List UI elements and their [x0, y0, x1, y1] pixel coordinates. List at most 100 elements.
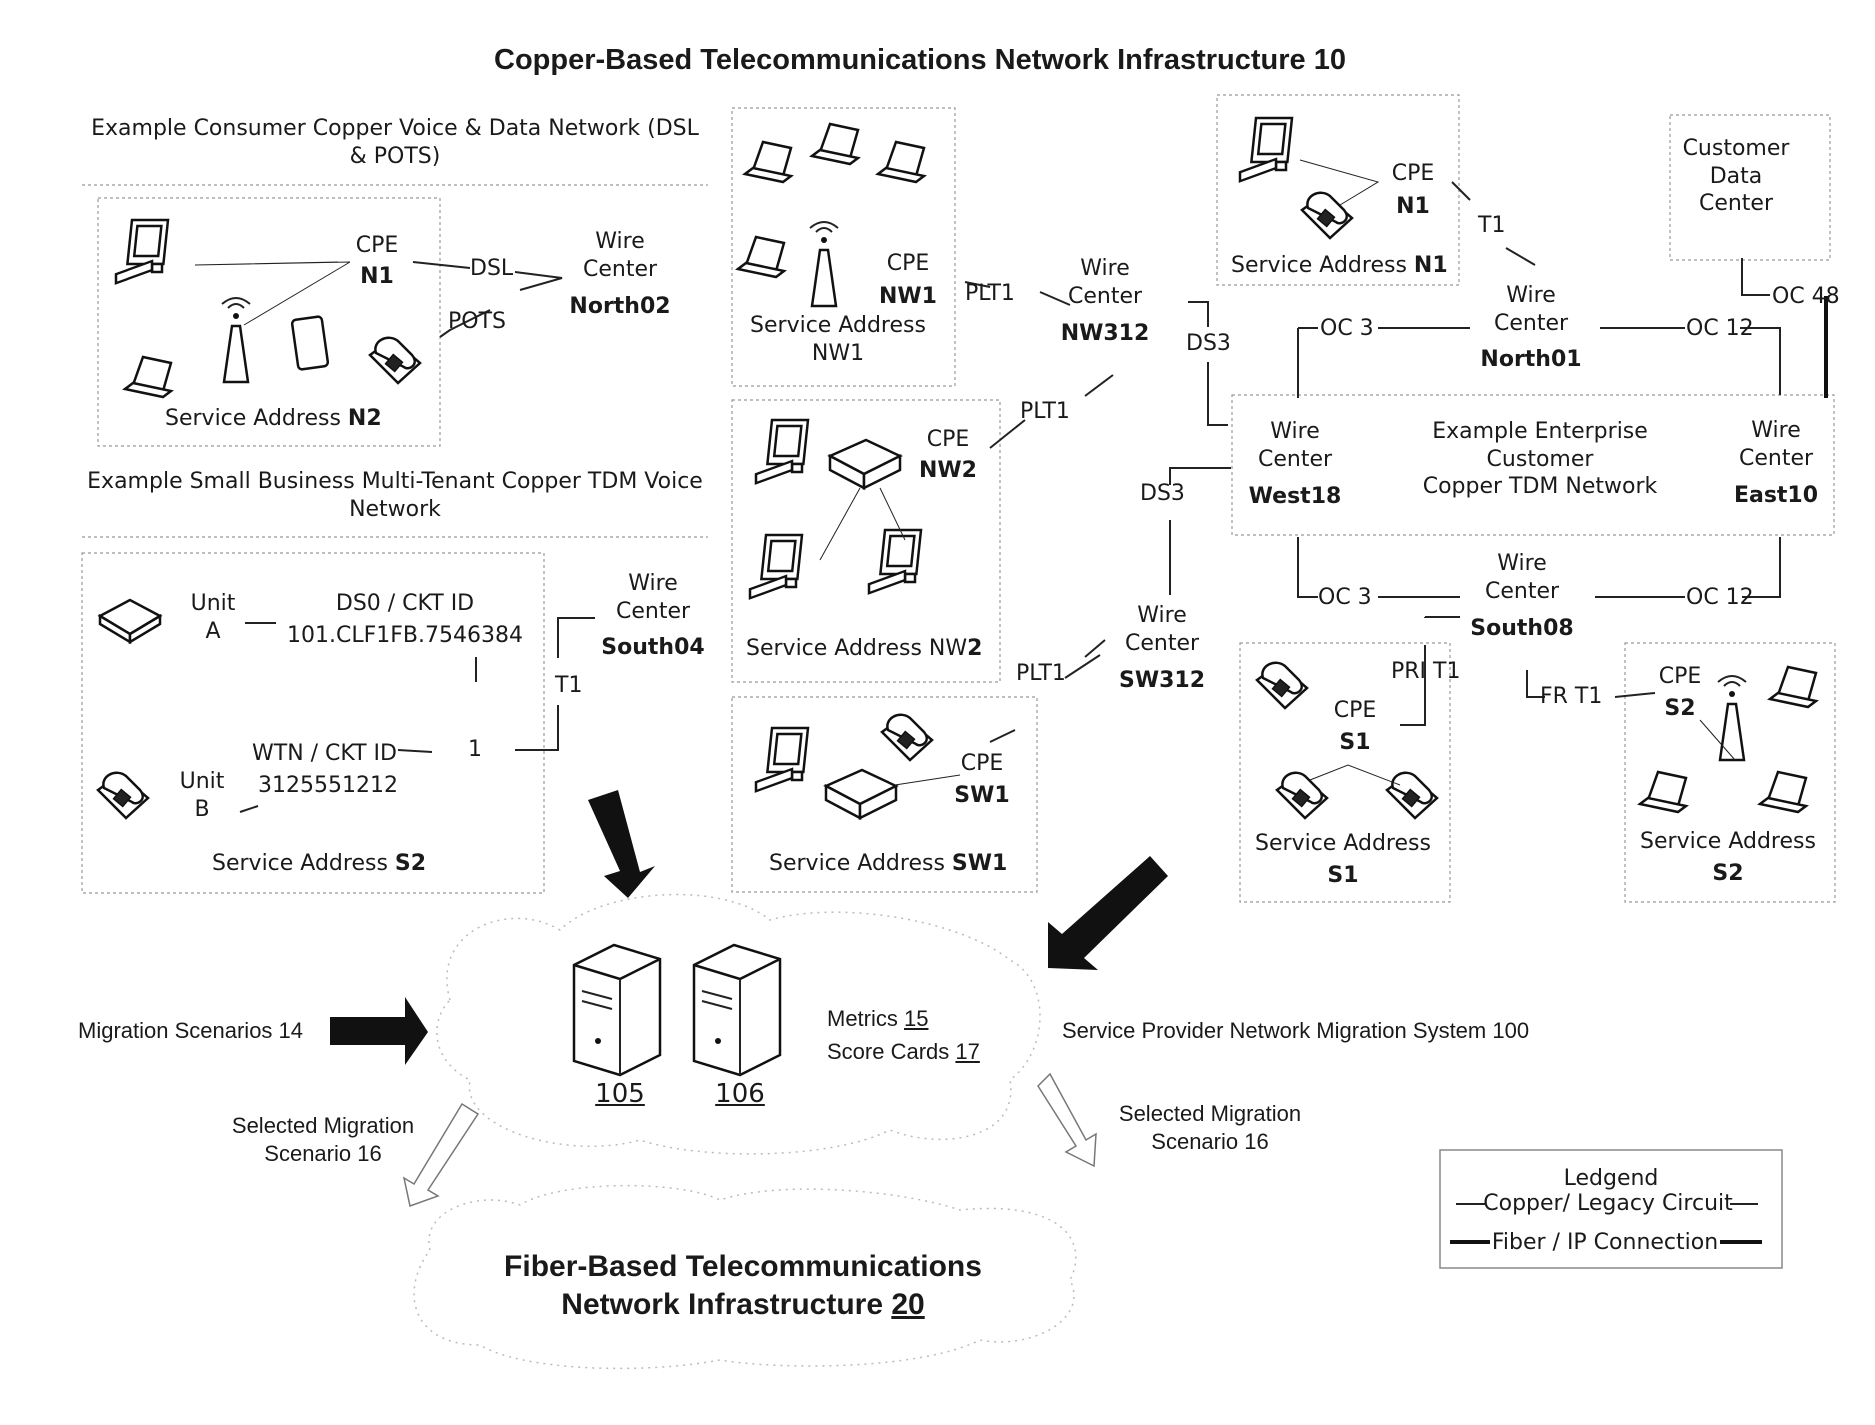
server-105-label: 105: [595, 1078, 645, 1111]
service-address-label: Service Address NW2: [746, 635, 982, 663]
unit-b-label: Unit B: [180, 768, 225, 823]
customer-data-center-label: Customer Data Center: [1683, 135, 1790, 218]
cpe-label: CPE: [1334, 697, 1377, 725]
selected-scenario-left: Selected Migration Scenario 16: [232, 1112, 414, 1167]
cpe-id: NW2: [919, 457, 977, 485]
service-address-label: Service Address NW1: [750, 312, 926, 367]
laptop-icon: [878, 142, 924, 182]
service-address-id: S1: [1327, 862, 1358, 890]
cpe-label: CPE: [961, 750, 1004, 778]
desktop-icon: [869, 530, 921, 593]
wire-center-label: Wire Center: [1494, 282, 1568, 337]
wire-center-id: North01: [1480, 346, 1581, 374]
wire-center-id: East10: [1734, 482, 1818, 510]
desktop-icon: [756, 420, 808, 483]
pri-t1-label: PRI T1: [1391, 658, 1460, 686]
telephone-icon: [1302, 193, 1352, 238]
oc12-label: OC 12: [1686, 315, 1754, 343]
cpe-label: CPE: [356, 232, 399, 260]
migration-system-label: Service Provider Network Migration Syste…: [1062, 1017, 1529, 1045]
wire-center-id: West18: [1249, 483, 1342, 511]
telephone-icon: [882, 715, 932, 760]
wireless-ap-icon: [222, 298, 250, 382]
wireless-ap-icon: [810, 222, 838, 306]
telephone-icon: [1387, 773, 1437, 818]
service-address-label: Service Address SW1: [769, 850, 1007, 878]
ds3-label: DS3: [1186, 330, 1231, 358]
ds0-value: 101.CLF1FB.7546384: [287, 622, 523, 650]
cpe-id: SW1: [954, 782, 1009, 810]
wireless-ap-icon: [1718, 676, 1746, 760]
server-106-label: 106: [715, 1078, 765, 1111]
tablet-icon: [292, 316, 329, 370]
legend-copper: Copper/ Legacy Circuit: [1483, 1190, 1733, 1218]
legend-fiber: Fiber / IP Connection: [1492, 1229, 1718, 1257]
oc3-label: OC 3: [1318, 584, 1372, 612]
wire-center-label: Wire Center: [616, 570, 690, 625]
ds0-label: DS0 / CKT ID: [336, 590, 474, 618]
telephone-icon: [1277, 773, 1327, 818]
server-105-icon: [574, 945, 660, 1075]
wtn-label: WTN / CKT ID: [252, 740, 397, 768]
enterprise-heading: Example Enterprise Customer Copper TDM N…: [1423, 418, 1658, 501]
laptop-icon: [812, 124, 858, 164]
legend-title: Ledgend: [1564, 1165, 1659, 1193]
metrics-label: Metrics 15: [827, 1005, 928, 1033]
consumer-links: [195, 262, 350, 325]
wire-center-label: Wire Center: [1258, 418, 1332, 473]
plt1-label: PLT1: [1016, 660, 1066, 688]
consumer-heading: Example Consumer Copper Voice & Data Net…: [91, 115, 699, 170]
laptop-icon: [1760, 772, 1806, 812]
wire-center-id: North02: [569, 293, 670, 321]
fiber-title-line2: Network Infrastructure 20: [561, 1286, 924, 1324]
oc12-label: OC 12: [1686, 584, 1754, 612]
circuit-count: 1: [468, 736, 482, 764]
telephone-icon: [370, 338, 420, 383]
telephone-icon: [98, 773, 148, 818]
selected-scenario-right: Selected Migration Scenario 16: [1119, 1100, 1301, 1155]
wire-center-label: Wire Center: [1739, 417, 1813, 472]
service-address-label: Service Address N2: [165, 405, 382, 433]
desktop-icon: [116, 220, 168, 283]
fr-t1-label: FR T1: [1540, 683, 1602, 711]
service-address-label: Service Address: [1255, 830, 1431, 858]
laptop-icon: [738, 237, 784, 277]
plt1-label: PLT1: [1020, 398, 1070, 426]
cpe-id: S1: [1339, 729, 1370, 757]
router-icon: [830, 440, 900, 488]
sw1-links: [895, 775, 960, 785]
ds3-label: DS3: [1140, 480, 1185, 508]
wtn-value: 3125551212: [258, 772, 398, 800]
wire-center-id: NW312: [1061, 320, 1150, 348]
cpe-label: CPE: [927, 426, 970, 454]
wire-center-id: South04: [601, 634, 704, 662]
fiber-title-line1: Fiber-Based Telecommunications: [504, 1248, 982, 1286]
laptop-icon: [745, 142, 791, 182]
cpe-label: CPE: [1392, 160, 1435, 188]
dsl-label: DSL: [470, 255, 513, 283]
telephone-icon: [1257, 663, 1307, 708]
migration-scenarios-label: Migration Scenarios 14: [78, 1017, 303, 1045]
t1-label: T1: [555, 672, 582, 700]
oc3-label: OC 3: [1320, 315, 1374, 343]
cpe-label: CPE: [887, 250, 930, 278]
cpe-id: S2: [1664, 695, 1695, 723]
small-business-heading: Example Small Business Multi-Tenant Copp…: [87, 468, 703, 523]
laptop-icon: [125, 357, 171, 397]
server-106-icon: [694, 945, 780, 1075]
cpe-id: N1: [360, 263, 394, 291]
wire-center-id: South08: [1470, 615, 1573, 643]
desktop-icon: [1240, 118, 1292, 181]
service-address-label: Service Address S2: [212, 850, 426, 878]
service-address-label: Service Address: [1640, 828, 1816, 856]
oc48-label: OC 48: [1772, 283, 1840, 311]
laptop-icon: [1770, 667, 1816, 707]
s1-links: [1310, 765, 1400, 785]
router-icon: [826, 770, 896, 818]
diagram-title: Copper-Based Telecommunications Network …: [494, 42, 1346, 78]
wire-center-id: SW312: [1119, 667, 1205, 695]
wire-center-label: Wire Center: [1125, 602, 1199, 657]
cpe-label: CPE: [1659, 663, 1702, 691]
laptop-icon: [1640, 772, 1686, 812]
